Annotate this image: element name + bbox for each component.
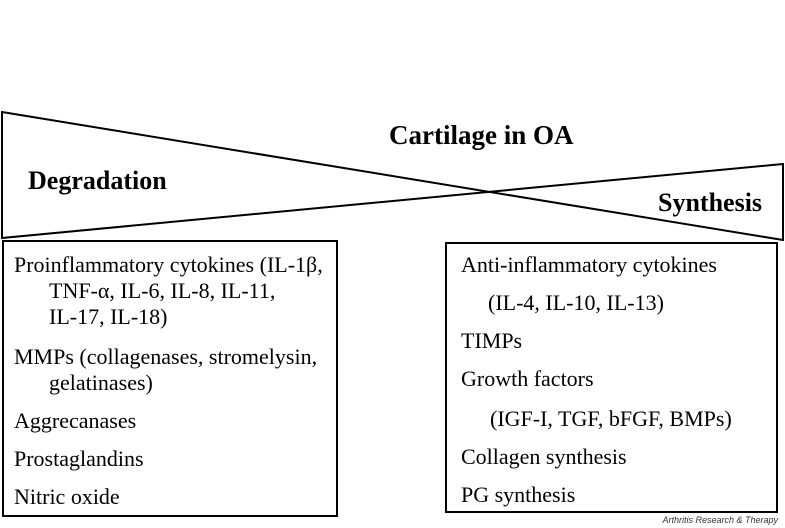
synthesis-line-pg-synthesis: PG synthesis [461,482,576,507]
synthesis-line-collagen-synthesis: Collagen synthesis [461,444,627,469]
degradation-line-proinflammatory-cytokines: Proinflammatory cytokines (IL-1β, [14,252,323,277]
degradation-line-gelatinases: gelatinases) [49,370,153,395]
synthesis-factors-box: Anti-inflammatory cytokines (IL-4, IL-10… [445,242,778,513]
synthesis-label: Synthesis [658,188,763,217]
synthesis-line-il-list: (IL-4, IL-10, IL-13) [488,290,664,315]
synthesis-line-growth-factors: Growth factors [461,366,594,391]
degradation-line-prostaglandins: Prostaglandins [14,446,144,471]
degradation-line-aggrecanases: Aggrecanases [14,408,137,433]
degradation-line-tnf-il-list: TNF-α, IL-6, IL-8, IL-11, [49,278,276,303]
journal-credit: Arthritis Research & Therapy [662,515,778,525]
synthesis-line-timps: TIMPs [461,328,523,353]
figure-title: Cartilage in OA [389,120,574,150]
synthesis-line-antiinflammatory-cytokines: Anti-inflammatory cytokines [461,252,717,277]
degradation-line-mmps: MMPs (collagenases, stromelysin, [14,344,318,369]
synthesis-wedge-top-line [1,163,784,239]
degradation-factors-box: Proinflammatory cytokines (IL-1β, TNF-α,… [2,240,338,517]
degradation-line-nitric-oxide: Nitric oxide [14,484,120,509]
degradation-line-il17-il18: IL-17, IL-18) [49,304,168,329]
synthesis-line-growth-factor-list: (IGF-I, TGF, bFGF, BMPs) [490,406,732,431]
degradation-label: Degradation [28,166,167,195]
degradation-wedge-top-line [1,111,784,241]
